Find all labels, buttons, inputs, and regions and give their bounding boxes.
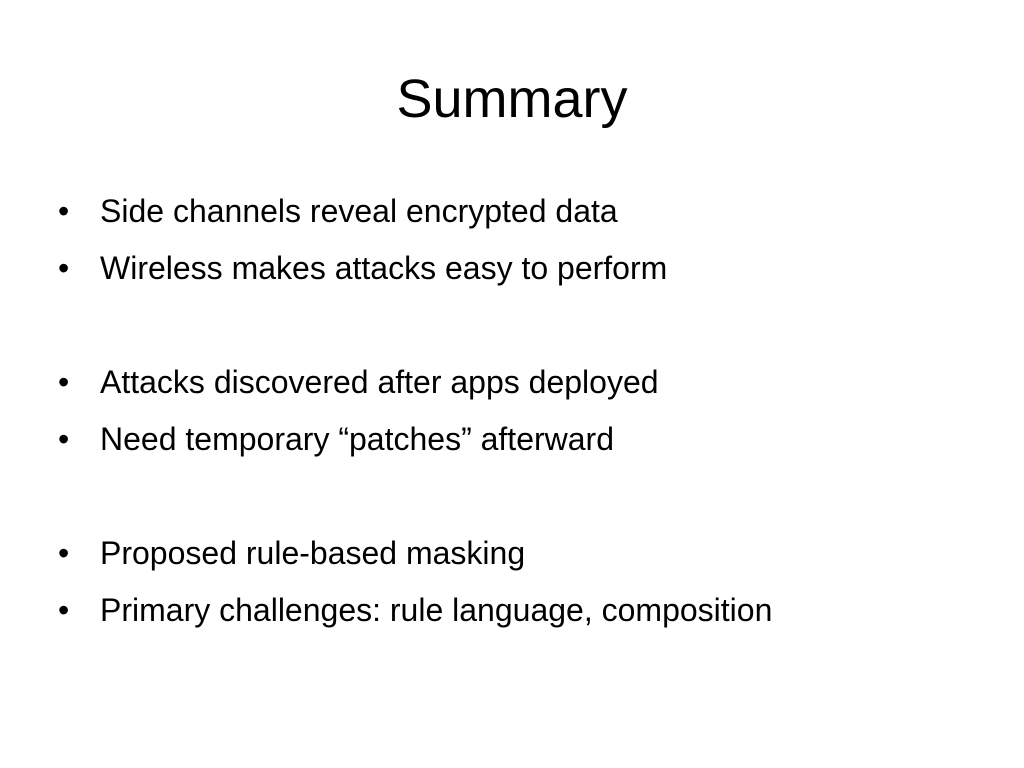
bullet-icon: • <box>58 592 70 628</box>
bullet-icon: • <box>58 250 70 286</box>
bullet-text: Need temporary “patches” afterward <box>100 421 614 457</box>
bullet-item: • Side channels reveal encrypted data <box>58 191 618 231</box>
bullet-text: Attacks discovered after apps deployed <box>100 364 659 400</box>
bullet-item: • Attacks discovered after apps deployed <box>58 362 659 402</box>
bullet-text: Wireless makes attacks easy to perform <box>100 250 668 286</box>
bullet-icon: • <box>58 193 70 229</box>
bullet-item: • Primary challenges: rule language, comp… <box>58 590 772 630</box>
slide-title: Summary <box>396 69 628 129</box>
bullet-item: • Need temporary “patches” afterward <box>58 419 614 459</box>
bullet-item: • Wireless makes attacks easy to perform <box>58 248 667 288</box>
bullet-text: Proposed rule-based masking <box>100 535 526 571</box>
bullet-text: Primary challenges: rule language, compo… <box>100 592 773 628</box>
bullet-icon: • <box>58 364 70 400</box>
bullet-text: Side channels reveal encrypted data <box>100 193 618 229</box>
bullet-icon: • <box>58 421 70 457</box>
bullet-icon: • <box>58 535 70 571</box>
bullet-item: • Proposed rule-based masking <box>58 533 525 573</box>
